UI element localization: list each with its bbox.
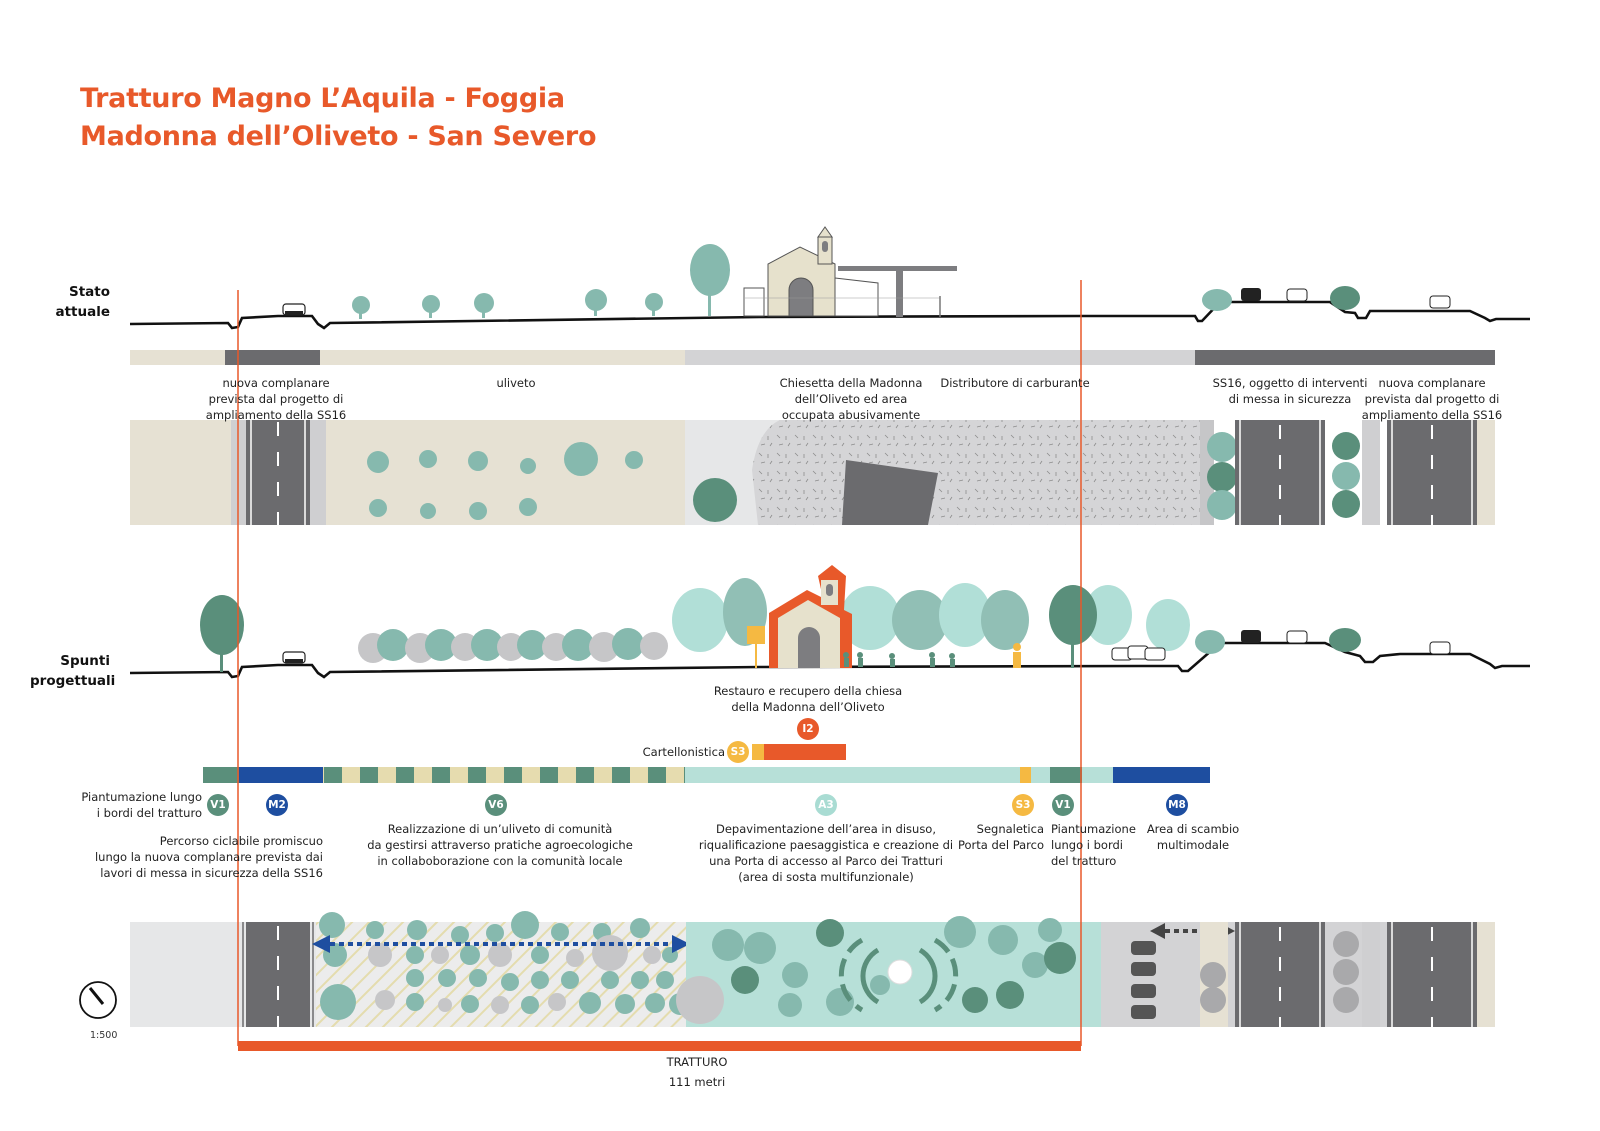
signage-totem-icon (1013, 643, 1021, 668)
proposal-elevation (129, 565, 1530, 679)
badge-i2: I2 (797, 718, 819, 740)
badge-v1-right: V1 (1052, 794, 1074, 816)
label-piantumazione-left: Piantumazione lungo i bordi del tratturo (81, 790, 202, 820)
badge-m8: M8 (1166, 794, 1188, 816)
label-cartellonistica: Cartellonistica (642, 745, 725, 759)
section-label-proposal-line1: Spunti (60, 653, 110, 669)
badge-m2: M2 (266, 794, 288, 816)
label-complanare-right: nuova complanare prevista dal progetto d… (1361, 376, 1503, 422)
proposal-plan (130, 911, 1495, 1027)
proposal-zoning-strip (203, 767, 1210, 783)
tratturo-label: TRATTURO 111 metri (667, 1055, 728, 1091)
tratturo-length: 111 metri (668, 1074, 726, 1089)
cars-ss16-current (1241, 288, 1451, 309)
olive-grove-plan (319, 911, 691, 1020)
section-label-current-line2: attuale (55, 303, 110, 320)
park-trees-proposal (672, 578, 1190, 652)
bushes-plan-left (1207, 432, 1237, 520)
car-icon-proposal (282, 651, 306, 664)
badge-a3: A3 (815, 794, 837, 816)
restauro-bar (752, 744, 846, 760)
bushes-ss16-proposal (1195, 628, 1361, 654)
people-benches-icon (843, 652, 955, 667)
church-restored (769, 565, 852, 668)
church-current (743, 226, 957, 317)
tratturo-name: TRATTURO (666, 1055, 728, 1069)
label-restauro: Restauro e recupero della chiesa della M… (713, 684, 903, 714)
olive-grove-proposal (358, 628, 668, 663)
section-label-current: Stato attuale (40, 283, 110, 322)
label-complanare-left: nuova complanare prevista dal progetto d… (205, 376, 347, 422)
parked-cars-plan-icon (1131, 941, 1156, 1019)
title-line-1: Tratturo Magno L’Aquila - Foggia (80, 83, 565, 114)
car-icon (282, 303, 306, 316)
label-chiesetta: Chiesetta della Madonna dell’Oliveto ed … (779, 376, 923, 422)
bushes-plan-exchange (1200, 962, 1226, 1013)
current-plan (130, 420, 1495, 525)
tree-left-icon (200, 595, 244, 672)
park-trees-plan (676, 916, 1076, 1024)
label-distributore: Distributore di carburante (940, 376, 1090, 390)
label-uliveto: uliveto (496, 376, 536, 390)
plaza-center-icon (887, 959, 913, 985)
scale-label: 1:500 (90, 1030, 118, 1041)
bushes-ss16-current (1202, 286, 1360, 311)
badge-s3-cartellonistica: S3 (727, 741, 749, 763)
section-label-proposal: Spunti progettuali (30, 652, 116, 691)
title-line-2: Madonna dell’Oliveto - San Severo (80, 121, 597, 152)
label-ss16: SS16, oggetto di interventi di messa in … (1212, 376, 1368, 406)
bushes-plan-right (1332, 432, 1360, 518)
label-uliveto-comunita: Realizzazione di un’uliveto di comunità … (367, 822, 633, 868)
tall-tree-icon (690, 244, 730, 316)
parked-cars-icon (1111, 645, 1166, 661)
section-label-proposal-line2: progettuali (30, 672, 116, 689)
olive-trees-plan-current (367, 442, 643, 520)
current-ground-line (129, 300, 1530, 330)
olive-trees-current (352, 289, 663, 319)
current-zoning-strip (130, 350, 1495, 365)
badge-v6: V6 (485, 794, 507, 816)
tree-border-right-icon (1049, 585, 1097, 668)
section-label-current-line1: Stato (68, 284, 110, 300)
badge-v1-left: V1 (207, 794, 229, 816)
plaza-arcs-icon (838, 937, 959, 1013)
bushes-plan-median (1333, 931, 1359, 1013)
cars-ss16-proposal (1241, 630, 1451, 655)
cycle-path-arrow-icon (312, 935, 690, 953)
label-piantumazione-right: Piantumazione lungo i bordi del tratturo (1051, 822, 1136, 868)
sign-board-icon (747, 626, 765, 668)
badge-s3-porta: S3 (1012, 794, 1034, 816)
label-area-scambio: Area di scambio multimodale (1146, 822, 1240, 852)
north-arrow-icon (79, 981, 117, 1019)
tratturo-boundary (237, 280, 1082, 1051)
label-percorso-ciclabile: Percorso ciclabile promiscuo lungo la nu… (94, 834, 323, 880)
label-depavimentazione: Depavimentazione dell’area in disuso, ri… (698, 822, 954, 884)
label-segnaletica: Segnaletica Porta del Parco (957, 822, 1044, 852)
current-elevation (129, 226, 1530, 330)
